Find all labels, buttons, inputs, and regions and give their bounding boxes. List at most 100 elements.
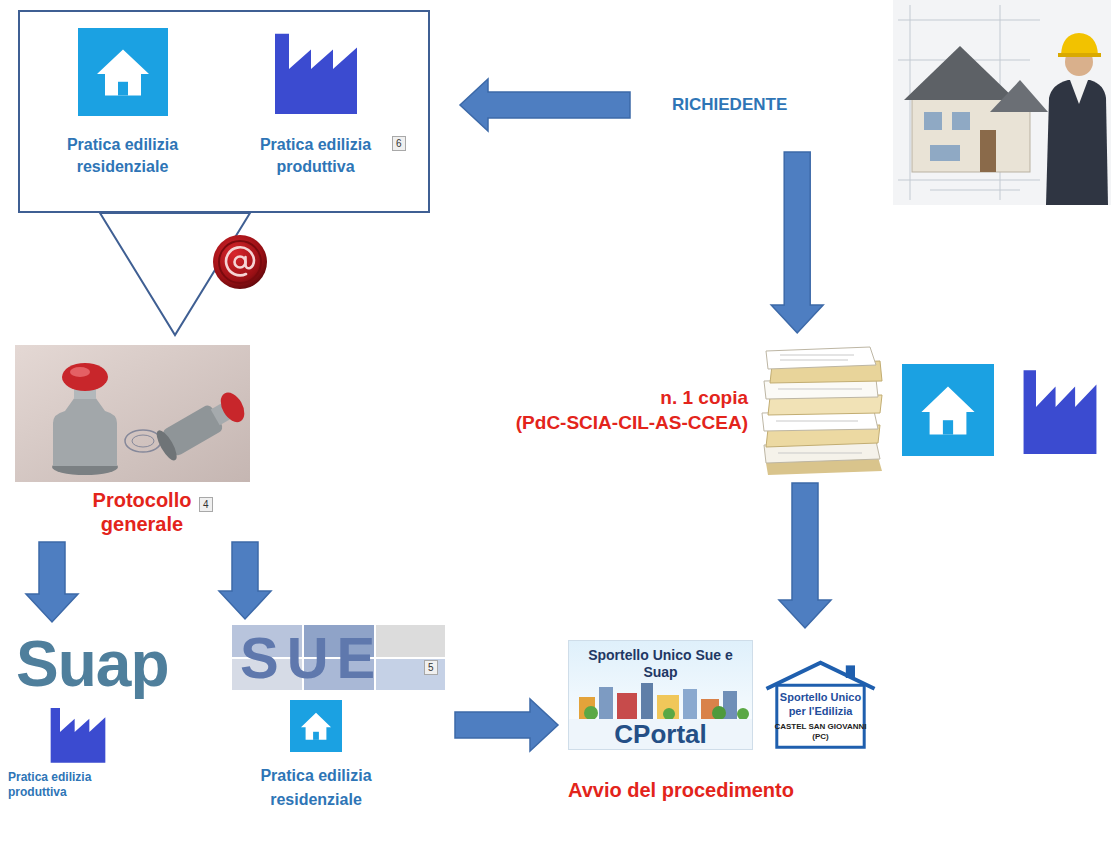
house-icon <box>78 28 168 116</box>
drawing-part <box>290 700 342 752</box>
flow-arrow <box>455 699 558 751</box>
drawing-part <box>51 708 106 763</box>
suap-node: SuapPratica edilizia produttiva <box>8 628 208 800</box>
sue-logo: SUE <box>232 625 445 690</box>
person-collar <box>1070 80 1088 104</box>
drawing-part <box>376 659 445 690</box>
wax-seal <box>213 235 267 289</box>
flow-arrow <box>779 483 831 628</box>
node-label: Protocollo generale <box>77 488 207 536</box>
drawing-part <box>62 363 108 391</box>
drawing-part <box>216 389 249 427</box>
drawing-part <box>683 689 697 719</box>
house-icon <box>902 364 994 456</box>
group-box: Pratica edilizia residenziale Pratica edi… <box>18 10 430 213</box>
drawing-part <box>766 347 876 369</box>
practice-node: Pratica edilizia residenziale <box>40 28 205 178</box>
paper-stack <box>758 345 888 475</box>
stamp-photo <box>15 345 250 482</box>
flow-arrow <box>219 542 271 619</box>
practice-node: Pratica edilizia produttiva <box>223 28 408 178</box>
drawing-part <box>153 388 250 463</box>
factory-icon <box>48 704 108 764</box>
drawing-part <box>657 695 679 719</box>
factory-icon <box>1020 364 1100 456</box>
house-window <box>924 112 942 130</box>
hard-hat <box>1061 33 1098 55</box>
documents-node: n. 1 copia (PdC-SCIA-CIL-AS-CCEA) <box>478 345 1100 475</box>
drawing-part <box>737 708 749 719</box>
drawing-part <box>275 34 357 114</box>
drawing-part <box>153 428 180 463</box>
house-door <box>980 130 996 172</box>
person-body <box>1046 80 1108 205</box>
drawing-part <box>617 693 637 719</box>
drawing-part <box>584 706 598 719</box>
node-label: RICHIEDENTE <box>672 94 787 116</box>
drawing-part <box>943 420 953 434</box>
flow-arrow <box>771 152 823 333</box>
drawing-part <box>313 732 319 740</box>
logo-text: Sportello Unico per l'Edilizia <box>773 690 868 718</box>
applicant-node: RICHIEDENTE <box>660 88 799 122</box>
house-window <box>930 145 960 161</box>
banner-brand: CPortal <box>569 719 752 749</box>
logo-text: SUE <box>232 625 445 690</box>
callout-number: 4 <box>199 497 213 512</box>
drawing-part <box>846 665 855 678</box>
architect-illustration <box>893 0 1111 205</box>
node-label: Pratica edilizia residenziale <box>246 764 386 812</box>
protocol-node: Protocollo generale <box>15 345 250 536</box>
drawing-part <box>376 625 445 657</box>
drawing-part <box>1024 370 1097 454</box>
drawing-part <box>921 386 974 434</box>
drawing-part <box>776 355 862 453</box>
house-icon <box>290 700 342 752</box>
logo-text: Suap <box>16 628 208 700</box>
seal-disc <box>213 235 267 289</box>
drawing-part <box>712 706 726 719</box>
node-label: Pratica edilizia residenziale <box>40 134 205 178</box>
drawing-part <box>97 50 149 96</box>
house-window <box>952 112 970 130</box>
flow-arrow <box>460 79 630 131</box>
house-roof <box>990 80 1048 112</box>
node-label: Pratica edilizia produttiva <box>8 770 126 800</box>
sue-house-logo: Sportello Unico per l'EdiliziaCASTEL SAN… <box>763 660 878 750</box>
drawing-part <box>118 82 128 96</box>
drawing-part <box>599 687 613 719</box>
city-drawing <box>569 683 754 719</box>
seal-at-sign <box>226 247 254 275</box>
node-caption: Avvio del procedimento <box>568 778 878 802</box>
hard-hat-brim <box>1058 53 1101 57</box>
logo-row: Sportello Unico Sue e SuapCPortalSportel… <box>568 640 878 750</box>
drawing-part <box>641 683 653 719</box>
text-run: (PdC-SCIA-CIL-AS-CCEA) <box>516 412 748 433</box>
seal-ring <box>219 241 261 283</box>
logo-caption: CASTEL SAN GIOVANNI (PC) <box>773 722 868 742</box>
drawing-part <box>902 364 994 456</box>
drawing-part <box>663 708 675 719</box>
house-roof <box>904 46 1016 100</box>
drawing-part <box>15 345 250 482</box>
portal-node: Sportello Unico Sue e SuapCPortalSportel… <box>568 640 878 802</box>
banner-title: Sportello Unico Sue e Suap <box>586 647 736 681</box>
drawing-part <box>132 435 154 447</box>
sue-node: SUE Pratica edilizia residenziale <box>232 625 445 812</box>
seal-at-sign <box>235 257 246 268</box>
callout-number: 5 <box>424 660 438 675</box>
callout-number: 6 <box>392 136 406 151</box>
node-label: n. 1 copia (PdC-SCIA-CIL-AS-CCEA) <box>478 385 748 435</box>
drawing-part <box>70 367 90 377</box>
factory-icon <box>271 28 361 116</box>
drawing-part <box>301 713 331 740</box>
node-label: Pratica edilizia produttiva <box>223 134 408 178</box>
flow-arrow <box>26 542 78 622</box>
drawing-part <box>53 397 117 466</box>
portal-banner: Sportello Unico Sue e SuapCPortal <box>568 640 753 750</box>
drawing-part <box>78 28 168 116</box>
blueprint-sheet <box>893 0 1111 205</box>
drawing-part <box>125 430 161 452</box>
